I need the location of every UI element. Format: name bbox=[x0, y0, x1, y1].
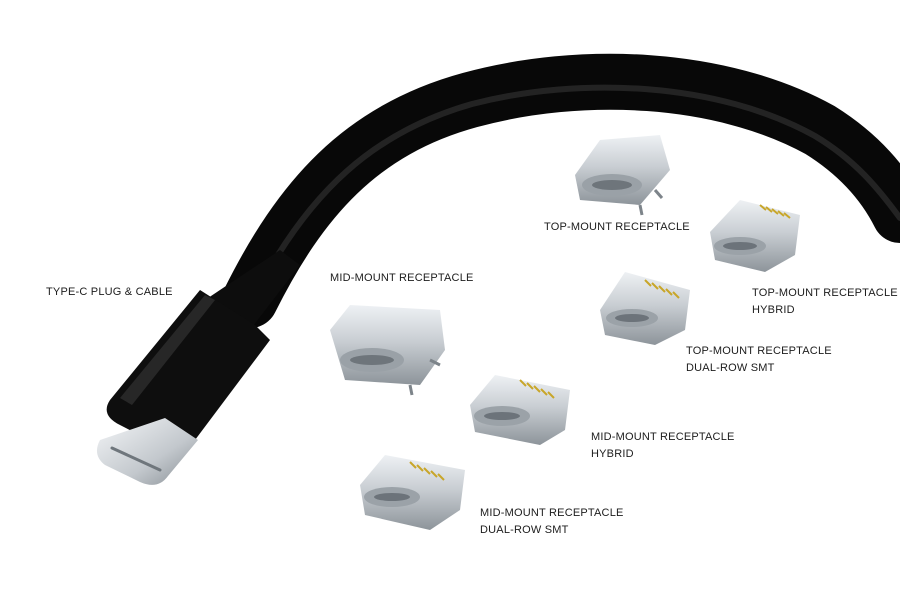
top-mount-receptacle-hybrid bbox=[710, 200, 800, 272]
type-c-plug bbox=[96, 250, 300, 485]
top-mount-hybrid-label: TOP-MOUNT RECEPTACLE HYBRID bbox=[752, 287, 898, 316]
mid-mount-dual-row-label: MID-MOUNT RECEPTACLE DUAL-ROW SMT bbox=[480, 507, 624, 536]
mid-mount-receptacle bbox=[330, 305, 445, 396]
top-mount-label: TOP-MOUNT RECEPTACLE bbox=[544, 221, 690, 233]
mid-mount-receptacle-hybrid bbox=[470, 375, 570, 445]
type-c-cable bbox=[222, 53, 900, 328]
top-mount-receptacle bbox=[575, 135, 670, 216]
mid-mount-label: MID-MOUNT RECEPTACLE bbox=[330, 272, 474, 284]
plug-cable-label: TYPE-C PLUG & CABLE bbox=[46, 286, 173, 298]
mid-mount-receptacle-dual-row-smt bbox=[360, 455, 465, 530]
top-mount-receptacle-dual-row-smt bbox=[600, 272, 690, 345]
mid-mount-hybrid-label: MID-MOUNT RECEPTACLE HYBRID bbox=[591, 431, 735, 460]
top-mount-dual-row-label: TOP-MOUNT RECEPTACLE DUAL-ROW SMT bbox=[686, 345, 832, 374]
